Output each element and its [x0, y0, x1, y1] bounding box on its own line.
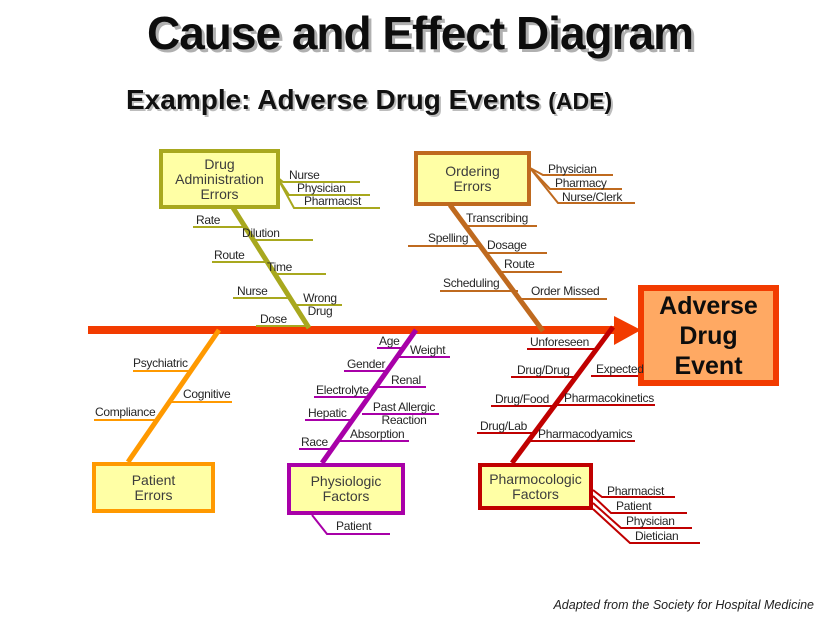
cause-box-patient-errors: Patient Errors	[92, 462, 215, 513]
physiologic-sub-patient-line	[311, 514, 390, 535]
page-title: Cause and Effect Diagram	[146, 7, 694, 59]
cause-box-ordering-errors: Ordering Errors	[414, 151, 531, 206]
cause-box-line: Physiologic	[310, 473, 382, 489]
admin-rib-nurse-label: Nurse	[237, 284, 268, 298]
ordering-who-pharmacy-label: Pharmacy	[555, 176, 607, 190]
pharmocologic-who-dietician-line	[592, 508, 700, 544]
admin-rib-rate-label: Rate	[196, 213, 221, 227]
admin-who-pharmacist-line	[276, 176, 380, 209]
ordering-who-nurse-clerk-line	[529, 167, 635, 204]
ordering-rib-scheduling-label: Scheduling	[443, 276, 500, 290]
physiologic-rib-absorption-label: Absorption	[350, 427, 405, 441]
ordering-who-physician-label: Physician	[548, 162, 597, 176]
physiologic-sub-patient-label: Patient	[336, 519, 372, 533]
ordering-rib-spelling-label: Spelling	[428, 231, 469, 245]
pharmocologic-who-patient-label: Patient	[616, 499, 652, 513]
admin-who-nurse-label: Nurse	[289, 168, 320, 182]
effect-line: Event	[674, 351, 743, 380]
cause-box-drug-administration-errors: Drug Administration Errors	[159, 149, 280, 209]
admin-who-pharmacist-label: Pharmacist	[304, 194, 362, 208]
cause-box-line: Patient	[131, 471, 176, 488]
physiologic-rib-weight-label: Weight	[410, 343, 446, 357]
cause-box-line: Pharmocologic	[489, 470, 582, 487]
ordering-who-physician-line	[529, 167, 613, 176]
ordering-rib-order-missed-label: Order Missed	[531, 284, 600, 298]
spine-arrowhead-icon	[614, 316, 641, 345]
admin-rib-wrong-drug-label: Wrong Drug	[303, 291, 337, 318]
subtitle-text: Example: Adverse Drug Events	[126, 84, 541, 115]
cause-box-line: Errors	[453, 177, 492, 194]
patient-rib-cognitive-label: Cognitive	[183, 387, 231, 401]
pharmocologic-rib-drug-food-label: Drug/Food	[495, 392, 549, 406]
patient-rib-psychiatric-label: Psychiatric	[133, 356, 188, 370]
ordering-rib-transcribing-label: Transcribing	[466, 211, 528, 225]
cause-box-line: Administration	[175, 170, 264, 187]
pharmocologic-who-physician-label: Physician	[626, 514, 675, 528]
patient-branch-line	[125, 328, 222, 464]
ordering-rib-dosage-label: Dosage	[487, 238, 527, 252]
physiologic-rib-past-allergic-reaction-label: Past Allergic Reaction	[372, 400, 436, 427]
physiologic-rib-renal-label: Renal	[391, 373, 421, 387]
attribution-text: Adapted from the Society for Hospital Me…	[553, 598, 814, 612]
cause-box-pharmocologic-factors: Pharmocologic Factors	[478, 463, 593, 510]
cause-box-line: Factors	[512, 485, 559, 502]
patient-rib-compliance-label: Compliance	[95, 405, 156, 419]
effect-line: Drug	[679, 321, 738, 350]
effect-box-adverse-drug-event: Adverse Drug Event	[638, 285, 779, 386]
pharmocologic-who-dietician-label: Dietician	[635, 529, 679, 543]
physiologic-rib-age-label: Age	[379, 334, 400, 348]
pharmocologic-rib-drug-drug-label: Drug/Drug	[517, 363, 570, 377]
subtitle-abbrev: (ADE)	[548, 88, 613, 114]
cause-box-line: Factors	[322, 488, 370, 504]
pharmocologic-rib-expected-label: Expected	[596, 362, 644, 376]
cause-box-line: Drug	[204, 155, 235, 172]
admin-branch-line	[227, 201, 312, 330]
admin-rib-dose-label: Dose	[260, 312, 287, 326]
admin-who-physician-label: Physician	[297, 181, 346, 195]
ordering-rib-route-label: Route	[504, 257, 535, 271]
admin-rib-time-label: Time	[267, 260, 293, 274]
ordering-who-nurse-clerk-label: Nurse/Clerk	[562, 190, 623, 204]
cause-box-physiologic-factors: Physiologic Factors	[287, 463, 405, 515]
physiologic-rib-race-label: Race	[301, 435, 328, 449]
cause-box-line: Ordering	[445, 162, 500, 179]
pharmocologic-rib-pharmacodyamics-label: Pharmacodyamics	[538, 427, 633, 441]
effect-line: Adverse	[659, 291, 758, 320]
pharmocologic-who-pharmacist-line	[592, 489, 675, 498]
pharmocologic-who-pharmacist-label: Pharmacist	[607, 484, 665, 498]
pharmocologic-who-patient-line	[592, 495, 687, 514]
physiologic-rib-gender-label: Gender	[347, 357, 386, 371]
physiologic-rib-electrolyte-label: Electrolyte	[316, 383, 369, 397]
pharmocologic-rib-pharmacokinetics-label: Pharmacokinetics	[564, 391, 654, 405]
pharmocologic-rib-drug-lab-label: Drug/Lab	[480, 419, 527, 433]
physiologic-rib-hepatic-label: Hepatic	[308, 406, 347, 420]
admin-rib-route-label: Route	[214, 248, 245, 262]
pharmocologic-who-physician-line	[592, 502, 692, 529]
cause-box-line: Errors	[200, 185, 239, 202]
admin-rib-dilution-label: Dilution	[242, 226, 280, 240]
page-subtitle: Example: Adverse Drug Events (ADE)	[126, 84, 612, 116]
pharmocologic-rib-unforeseen-label: Unforeseen	[530, 335, 590, 349]
cause-box-line: Errors	[134, 486, 173, 503]
